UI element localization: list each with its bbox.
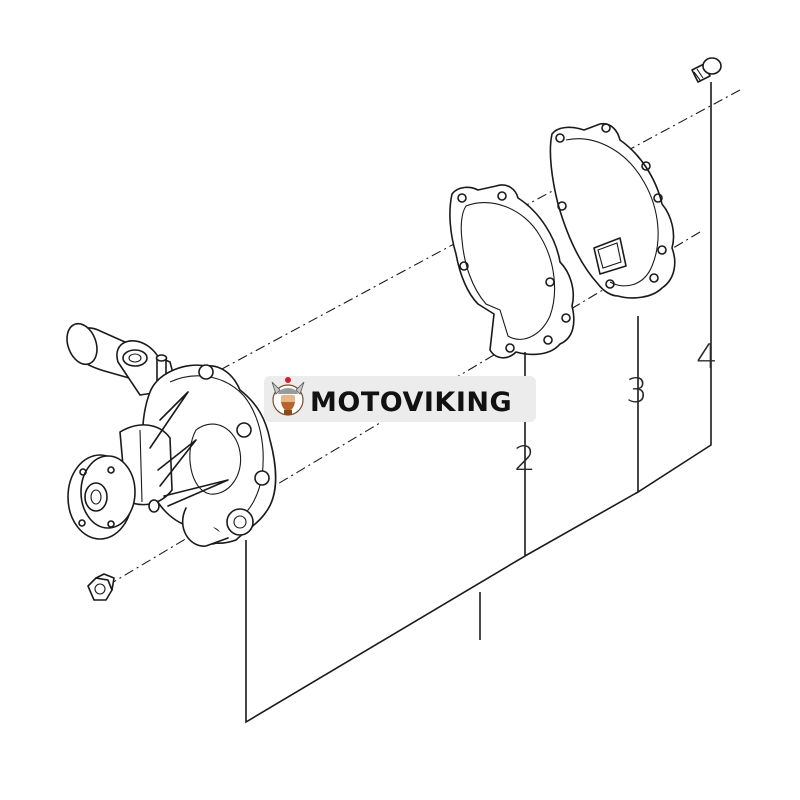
- callout-part-4: 4: [696, 337, 718, 377]
- watermark-text: MOTOVIKING: [310, 387, 512, 418]
- callout-part-2: 2: [514, 439, 536, 479]
- watermark: MOTOVIKING: [264, 376, 536, 422]
- pump-gasket: [449, 184, 575, 359]
- viking-mascot-logo: [271, 377, 305, 416]
- cover-bolt: [691, 57, 722, 83]
- callout-part-3: 3: [626, 371, 648, 411]
- pulley-nut: [87, 573, 115, 601]
- pump-cover-plate: [549, 122, 676, 299]
- callout-labels: 4 3 2: [514, 337, 718, 479]
- water-pump-body: [66, 322, 277, 547]
